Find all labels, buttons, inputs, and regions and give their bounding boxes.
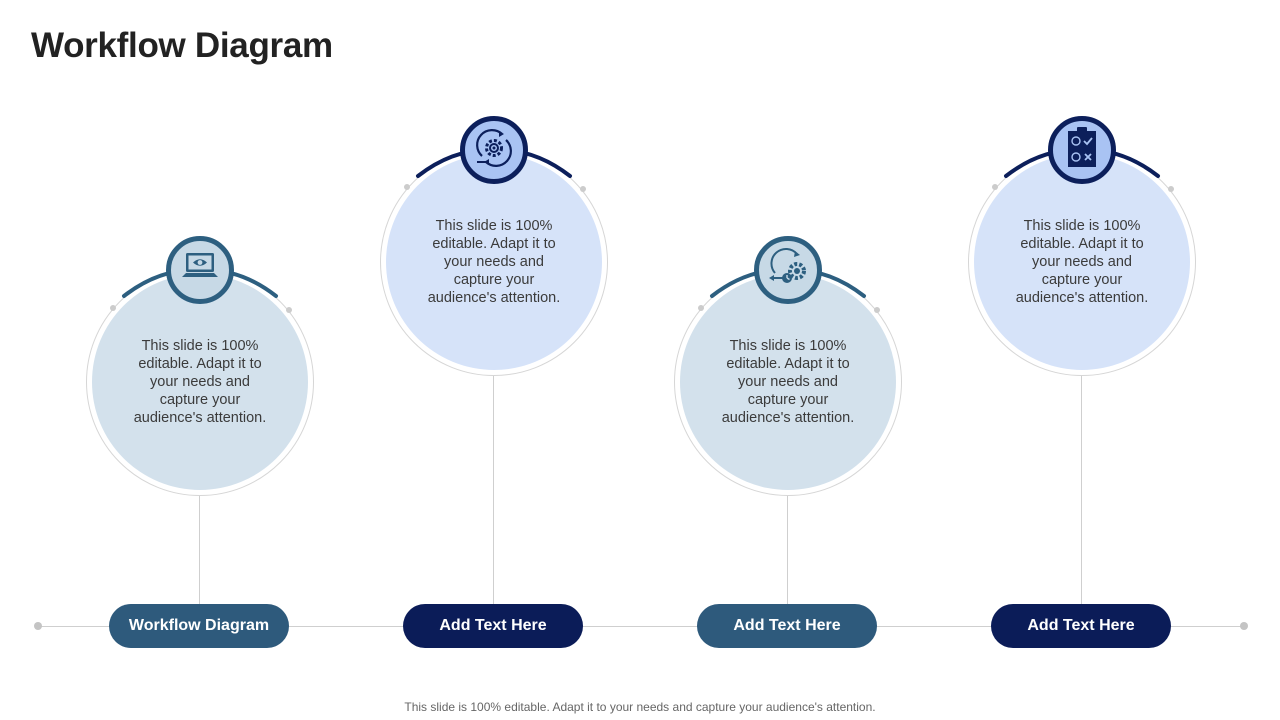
step-description: This slide is 100% editable. Adapt it to… — [721, 338, 855, 426]
ring-dot — [580, 186, 586, 192]
step-1-label-button[interactable]: Workflow Diagram — [109, 604, 289, 648]
ring-dot — [1168, 186, 1174, 192]
page-title: Workflow Diagram — [31, 26, 333, 65]
timeline-line — [38, 626, 1244, 627]
step-description: This slide is 100% editable. Adapt it to… — [1015, 218, 1149, 306]
step-icon-badge — [460, 116, 528, 184]
step-connector — [199, 496, 200, 604]
gear-clock-icon — [765, 245, 811, 296]
step-icon-badge — [1048, 116, 1116, 184]
step-description: This slide is 100% editable. Adapt it to… — [133, 338, 267, 426]
clipboard-checklist-icon — [1062, 125, 1102, 176]
timeline-end-dot — [1240, 622, 1248, 630]
step-description: This slide is 100% editable. Adapt it to… — [427, 218, 561, 306]
footer-note: This slide is 100% editable. Adapt it to… — [404, 700, 876, 714]
ring-dot — [874, 307, 880, 313]
step-connector — [493, 376, 494, 604]
step-3-label-button[interactable]: Add Text Here — [697, 604, 877, 648]
gear-cycle-icon — [472, 126, 516, 175]
step-2-label-button[interactable]: Add Text Here — [403, 604, 583, 648]
step-icon-badge — [166, 236, 234, 304]
ring-dot — [992, 184, 998, 190]
ring-dot — [698, 305, 704, 311]
timeline-start-dot — [34, 622, 42, 630]
step-circle — [680, 274, 896, 490]
step-circle — [974, 154, 1190, 370]
ring-dot — [404, 184, 410, 190]
ring-dot — [286, 307, 292, 313]
ring-dot — [110, 305, 116, 311]
step-circle — [386, 154, 602, 370]
step-4-label-button[interactable]: Add Text Here — [991, 604, 1171, 648]
step-connector — [787, 496, 788, 604]
step-icon-badge — [754, 236, 822, 304]
step-connector — [1081, 376, 1082, 604]
step-circle — [92, 274, 308, 490]
laptop-eye-icon — [178, 248, 222, 293]
